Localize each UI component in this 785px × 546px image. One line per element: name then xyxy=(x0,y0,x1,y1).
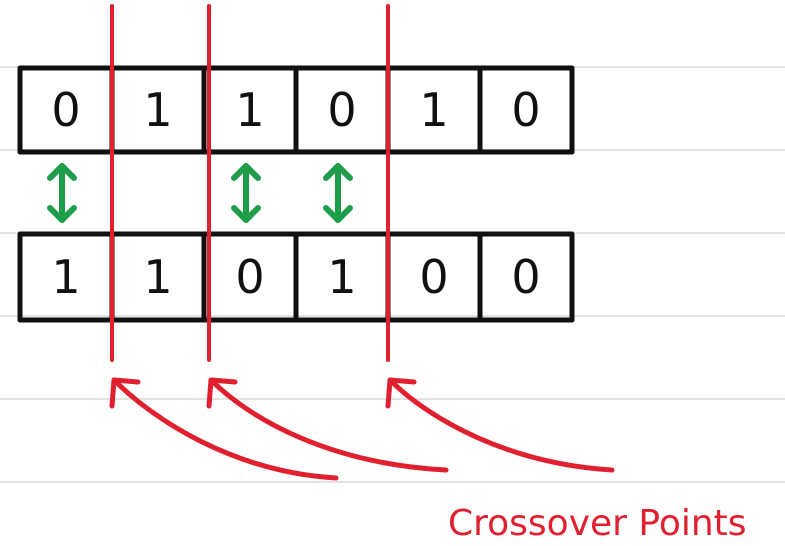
parent-1-bit: 1 xyxy=(419,83,448,137)
parent-2-bit: 1 xyxy=(143,250,172,304)
crossover-pointer-arrow xyxy=(206,377,449,473)
swap-double-arrow xyxy=(323,163,353,223)
crossover-points-caption: Crossover Points xyxy=(448,503,747,544)
parent-2-row: 1 1 0 1 0 0 xyxy=(17,231,575,323)
notebook-ruled-lines xyxy=(0,66,785,483)
parent-1-bit: 0 xyxy=(327,83,356,137)
parent-1-cell xyxy=(477,65,575,155)
crossover-pointer-arrow xyxy=(109,377,339,481)
crossover-pointer-arrow xyxy=(385,377,615,473)
crossover-lines xyxy=(110,4,390,362)
parent-1-bit: 1 xyxy=(143,83,172,137)
parent-1-bit: 1 xyxy=(235,83,264,137)
parent-2-bit: 1 xyxy=(51,250,80,304)
parent-1-bit: 0 xyxy=(51,83,80,137)
parent-1-row: 0 1 1 0 1 0 xyxy=(17,65,575,155)
parent-1-bit: 0 xyxy=(511,83,540,137)
swap-arrows xyxy=(47,163,353,223)
parent-2-bit: 0 xyxy=(511,250,540,304)
parent-2-bit: 0 xyxy=(419,250,448,304)
swap-double-arrow xyxy=(47,163,77,223)
crossover-pointer-arrows xyxy=(109,377,615,481)
parent-2-bit: 0 xyxy=(235,250,264,304)
parent-2-cell xyxy=(477,231,575,323)
parent-2-bit: 1 xyxy=(327,250,356,304)
swap-double-arrow xyxy=(231,163,261,223)
